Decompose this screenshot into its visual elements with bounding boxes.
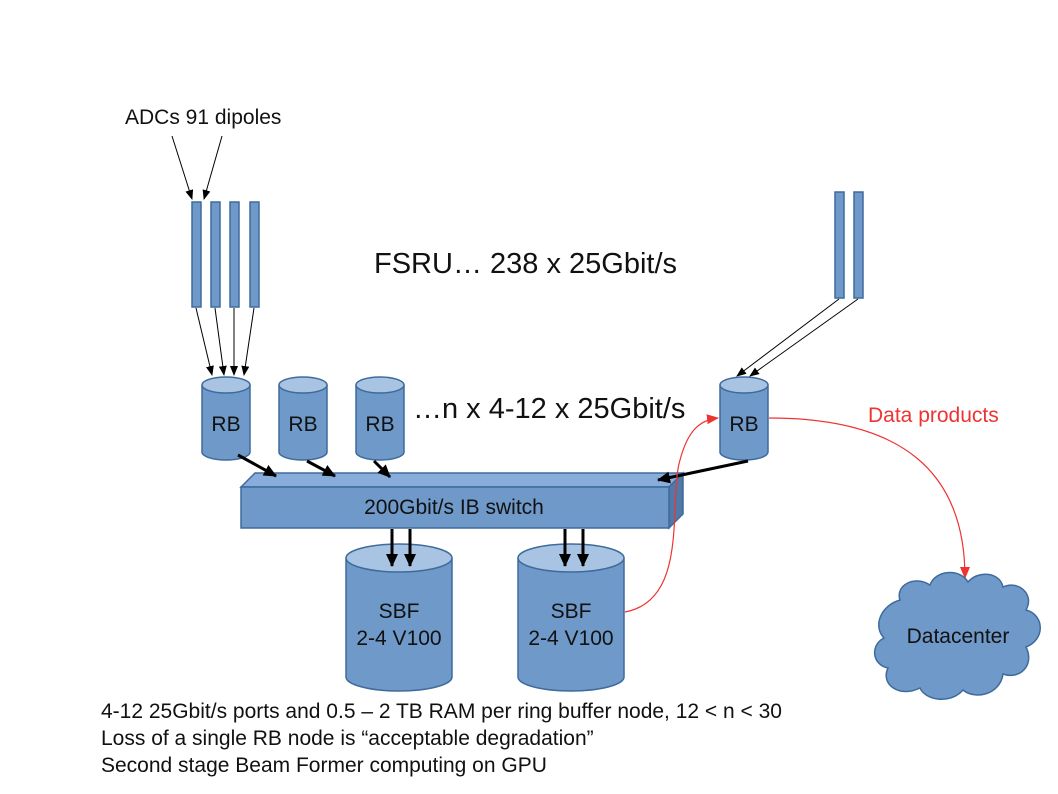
- sbf-label: SBF: [551, 600, 592, 623]
- rb-switch-arrow: [237, 453, 277, 478]
- fsru-bar: [229, 201, 240, 308]
- ib-switch: 200Gbit/s IB switch: [239, 471, 685, 530]
- rb-node: RB: [201, 376, 251, 461]
- fsru-arrow: [214, 307, 227, 376]
- rb-switch-arrow: [306, 459, 336, 478]
- rb-links-label: …n x 4-12 x 25Gbit/s: [413, 393, 685, 425]
- fsru-arrow: [195, 307, 214, 376]
- data-products-flow: [768, 417, 970, 579]
- adcs-label: ADCs 91 dipoles: [125, 106, 281, 129]
- fsru-arrow: [736, 298, 840, 377]
- sbf-gpu-label: 2-4 V100: [356, 627, 441, 650]
- data-products-label: Data products: [868, 404, 999, 427]
- note-line: Second stage Beam Former computing on GP…: [101, 754, 547, 777]
- sbf-node: SBF 2-4 V100: [345, 543, 453, 692]
- rb-label: RB: [288, 413, 317, 436]
- fsru-bar: [834, 191, 845, 299]
- sbf-to-rb-flow: [624, 414, 719, 613]
- fsru-bar: [853, 191, 864, 299]
- fsru-arrow: [749, 298, 859, 377]
- fsru-label: FSRU… 238 x 25Gbit/s: [374, 248, 677, 280]
- fsru-bar: [210, 201, 221, 308]
- fsru-bar: [249, 201, 260, 308]
- rb-switch-arrow: [372, 459, 392, 479]
- rb-label: RB: [211, 413, 240, 436]
- sbf-node: SBF 2-4 V100: [517, 543, 625, 692]
- rb-node: RB: [719, 376, 769, 461]
- fsru-group-left: [191, 201, 260, 308]
- sbf-gpu-label: 2-4 V100: [528, 627, 613, 650]
- fsru-bar: [191, 201, 202, 308]
- fsru-arrow: [241, 307, 255, 376]
- note-line: Loss of a single RB node is “acceptable …: [101, 727, 594, 750]
- rb-node: RB: [355, 376, 405, 461]
- datacenter-cloud: Datacenter: [874, 571, 1041, 700]
- fsru-group-right: [834, 191, 864, 299]
- datacenter-label: Datacenter: [907, 625, 1010, 648]
- adc-arrow-1: [171, 135, 194, 200]
- switch-label: 200Gbit/s IB switch: [364, 496, 544, 519]
- rb-switch-arrow: [657, 459, 749, 484]
- adc-arrow-2: [202, 135, 223, 200]
- rb-label: RB: [365, 413, 394, 436]
- rb-label: RB: [729, 413, 758, 436]
- rb-node: RB: [278, 376, 328, 461]
- note-line: 4-12 25Gbit/s ports and 0.5 – 2 TB RAM p…: [101, 700, 782, 723]
- sbf-label: SBF: [379, 600, 420, 623]
